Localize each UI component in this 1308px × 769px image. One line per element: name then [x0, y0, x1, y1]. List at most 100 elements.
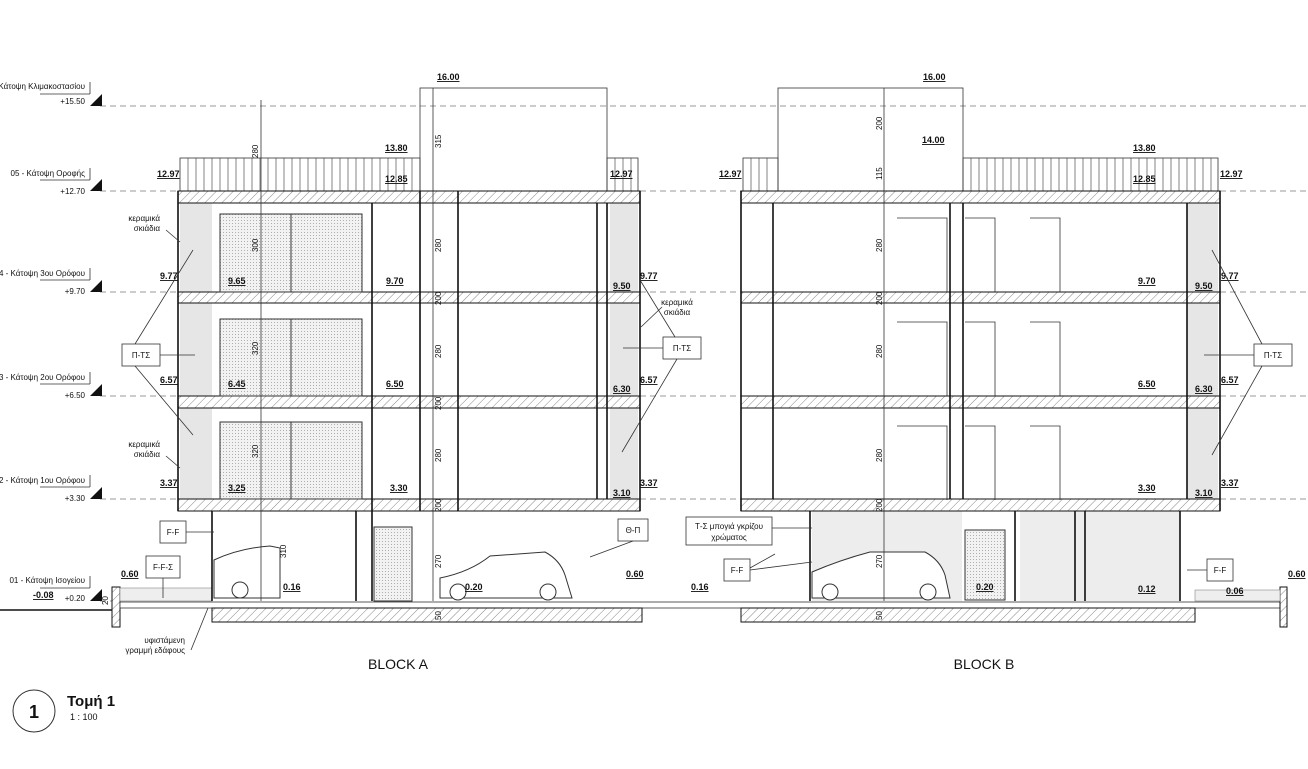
block-a-label: BLOCK A — [368, 656, 429, 672]
annotation-text: 6.57 — [1221, 375, 1239, 385]
annotation-text: 115 — [875, 167, 884, 180]
annotation-text: F-F — [167, 528, 180, 537]
annotation-text: κεραμικά — [661, 298, 693, 307]
level-marker: 05 - Κάτοψη Οροφής+12.70 — [11, 168, 102, 196]
annotation-text: F-F — [731, 566, 744, 575]
ground — [0, 586, 1288, 628]
annotation-text: 0.60 — [1288, 569, 1306, 579]
annotation-text: +6.50 — [65, 391, 86, 400]
annotation-text: 0.16 — [691, 582, 709, 592]
tag-f-f-s: F-F-Σ — [145, 555, 181, 598]
annotation-text: 20 — [101, 596, 110, 605]
car-icon — [439, 551, 573, 601]
annotation-text: 6.57 — [640, 375, 658, 385]
annotation-text: 16.00 — [923, 72, 946, 82]
annotation-text: 50 — [434, 611, 443, 620]
annotation-text: 320 — [251, 341, 260, 355]
annotation-text: 200 — [875, 116, 884, 130]
annotation-text: 12.97 — [610, 169, 633, 179]
annotation-text: 13.80 — [385, 143, 408, 153]
annotation-text: 9.50 — [613, 281, 631, 291]
annotation-text: 3.37 — [1221, 478, 1239, 488]
annotation-text: 6.50 — [1138, 379, 1156, 389]
annotation-text: 320 — [251, 444, 260, 458]
annotation-text: κεραμικά — [128, 440, 160, 449]
annotation-text: 9.77 — [160, 271, 178, 281]
annotation-text: 9.77 — [640, 271, 658, 281]
car-icon — [811, 551, 951, 601]
annotation-text: 280 — [875, 448, 884, 462]
annotation-text: 13.80 — [1133, 143, 1156, 153]
annotation-text: 200 — [875, 498, 884, 512]
window — [219, 421, 363, 500]
level-marker: 01 - Κάτοψη Ισογείου+0.20 — [9, 576, 102, 603]
tag-p-ts: Π-ΤΣ — [121, 249, 195, 436]
annotation-text: 200 — [434, 396, 443, 410]
annotation-text: +12.70 — [60, 187, 85, 196]
tag-p-ts: Π-ΤΣ — [621, 279, 702, 453]
annotation-text: γραμμή εδάφους — [125, 646, 185, 655]
annotation-text: 280 — [434, 238, 443, 252]
section-scale: 1 : 100 — [70, 712, 98, 722]
annotation-text: 310 — [279, 544, 288, 558]
annotation-text: 4 - Κάτοψη 3ου Ορόφου — [0, 269, 85, 278]
annotation-text: F-F-Σ — [153, 563, 173, 572]
annotation-text: +3.30 — [65, 494, 86, 503]
annotation-text: 12.97 — [719, 169, 742, 179]
annotation-text: 9.70 — [386, 276, 404, 286]
level-marker: 2 - Κάτοψη 1ου Ορόφου +3.30 — [0, 475, 102, 503]
level-marker: 4 - Κάτοψη 3ου Ορόφου +9.70 — [0, 268, 102, 296]
annotation-text: 3.30 — [1138, 483, 1156, 493]
tag-f-f: F-F — [159, 520, 214, 544]
section-title: Τομή 1 — [67, 693, 115, 710]
annotation-text: 270 — [875, 554, 884, 568]
annotation-text: 9.50 — [1195, 281, 1213, 291]
annotation-text: 9.70 — [1138, 276, 1156, 286]
annotation-text: 315 — [434, 134, 443, 148]
block-a-dimensions: 280 315 300 320 320 310 280 280 280 200 … — [101, 134, 443, 620]
annotation-text: 3.25 — [228, 483, 246, 493]
tag-t-s: Τ-Σ μπογιά γκρίζου χρώματος — [685, 516, 812, 546]
annotation-text: 3 - Κάτοψη 2ου Ορόφου — [0, 373, 85, 382]
annotation-text: Π-ΤΣ — [1264, 351, 1282, 360]
block-a-elevations: 16.00 13.80 12.85 12.97 12.97 9.77 9.65 … — [33, 72, 709, 600]
annotation-text: 0.20 — [976, 582, 994, 592]
annotation-text: 300 — [251, 238, 260, 252]
annotation-text: χρώματος — [711, 533, 747, 542]
annotation-text: 0.16 — [283, 582, 301, 592]
tag-f-f: F-F — [1187, 558, 1234, 582]
annotation-text: 200 — [434, 498, 443, 512]
annotation-text: 2 - Κάτοψη 1ου Ορόφου — [0, 476, 85, 485]
block-a — [177, 87, 641, 602]
annotation-text: Π-ΤΣ — [132, 351, 150, 360]
annotation-text: 200 — [434, 291, 443, 305]
window — [219, 213, 363, 293]
annotation-text: 280 — [251, 144, 260, 158]
annotation-text: 6.30 — [613, 384, 631, 394]
level-marker: Κάτοψη Κλιμακοστασίου+15.50 — [0, 82, 102, 106]
annotation-text: 6.50 — [386, 379, 404, 389]
annotation-text: σκιάδια — [664, 308, 691, 317]
annotation-text: 6.57 — [160, 375, 178, 385]
annotation-text: Θ-Π — [626, 526, 641, 535]
block-b — [740, 87, 1221, 601]
annotation-text: -0.08 — [33, 590, 54, 600]
annotation-text: 3.30 — [390, 483, 408, 493]
annotation-text: Τ-Σ μπογιά γκρίζου — [695, 522, 763, 531]
annotation-text: 280 — [875, 344, 884, 358]
block-b-dimensions: 200 115 280 280 280 200 200 270 50 — [875, 116, 884, 620]
annotation-text: 6.45 — [228, 379, 246, 389]
annotation-text: 0.12 — [1138, 584, 1156, 594]
annotation-text: σκιάδια — [134, 450, 161, 459]
tag-f-f: F-F — [723, 553, 813, 582]
annotation-text: +15.50 — [60, 97, 85, 106]
level-marker: 3 - Κάτοψη 2ου Ορόφου +6.50 — [0, 372, 102, 400]
annotation-text: +9.70 — [65, 287, 86, 296]
annotation-text: 0.60 — [121, 569, 139, 579]
annotation-text: 01 - Κάτοψη Ισογείου — [9, 576, 85, 585]
annotation-text: 3.10 — [1195, 488, 1213, 498]
drawing-title: 1 Τομή 1 1 : 100 — [12, 689, 115, 733]
annotation-text: 9.77 — [1221, 271, 1239, 281]
